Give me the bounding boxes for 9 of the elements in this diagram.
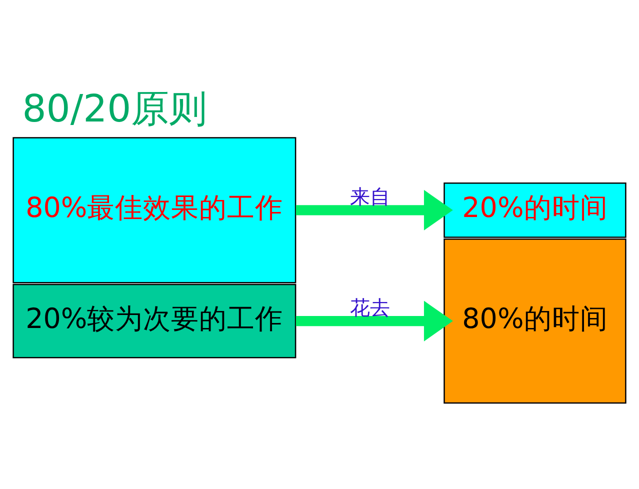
node-box: 80%的时间 xyxy=(444,238,626,404)
edge-label: 花去 xyxy=(350,296,390,320)
edge-label: 来自 xyxy=(350,184,390,209)
diagram-title: 80/20原则 xyxy=(22,86,208,130)
node-box: 20%的时间 xyxy=(444,182,626,238)
arrow xyxy=(296,190,453,230)
arrow xyxy=(296,300,453,342)
node-box: 80%最佳效果的工作 xyxy=(12,137,296,284)
node-box: 20%较为次要的工作 xyxy=(12,284,296,358)
